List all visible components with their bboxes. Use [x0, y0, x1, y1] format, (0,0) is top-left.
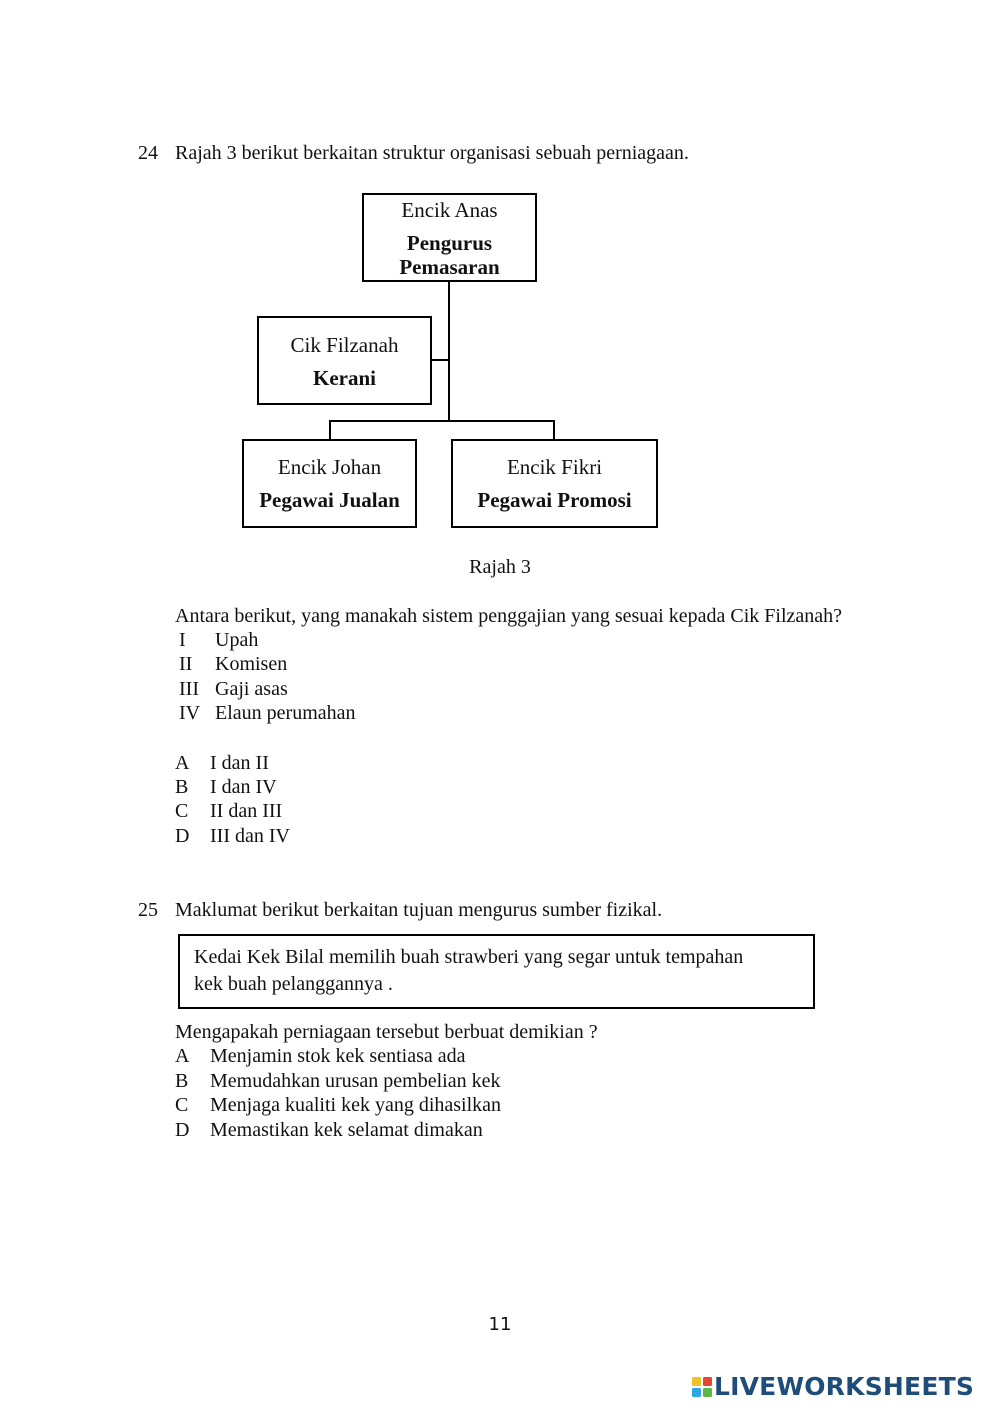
option-letter[interactable]: D: [175, 825, 190, 847]
option-letter[interactable]: D: [175, 1119, 190, 1141]
question-25-number: 25: [138, 899, 158, 921]
liveworksheets-wordmark: LIVEWORKSHEETS: [714, 1372, 975, 1401]
org-chart-staff-connector: [431, 359, 449, 361]
org-box-sales-officer: Encik Johan Pegawai Jualan: [242, 439, 417, 528]
diagram-caption: Rajah 3: [469, 556, 531, 578]
info-box-line: Kedai Kek Bilal memilih buah strawberi y…: [194, 946, 744, 968]
org-chart-trunk-line: [448, 281, 450, 422]
item-text: Komisen: [215, 653, 288, 675]
org-box-role: Pegawai Promosi: [477, 488, 632, 512]
item-text: Gaji asas: [215, 678, 288, 700]
liveworksheets-logo-icon: [692, 1377, 712, 1397]
page-number: 11: [488, 1314, 512, 1335]
org-box-promotion-officer: Encik Fikri Pegawai Promosi: [451, 439, 658, 528]
item-numeral: II: [179, 653, 193, 675]
info-box: Kedai Kek Bilal memilih buah strawberi y…: [178, 934, 815, 1009]
org-box-role: Kerani: [313, 366, 376, 390]
option-text[interactable]: Memastikan kek selamat dimakan: [210, 1119, 483, 1141]
org-box-name: Encik Johan: [277, 455, 382, 479]
org-box-role: Pengurus: [406, 231, 493, 255]
option-text[interactable]: Memudahkan urusan pembelian kek: [210, 1070, 501, 1092]
org-box-marketing-manager: Encik Anas Pengurus Pemasaran: [362, 193, 537, 282]
option-text[interactable]: II dan III: [210, 800, 283, 822]
org-box-name: Encik Anas: [401, 198, 498, 222]
org-box-role: Pemasaran: [399, 255, 500, 279]
info-box-line: kek buah pelanggannya .: [194, 973, 393, 995]
question-24-stem: Rajah 3 berikut berkaitan struktur organ…: [175, 142, 689, 164]
org-box-role: Pegawai Jualan: [259, 488, 400, 512]
org-box-name: Cik Filzanah: [290, 333, 399, 357]
question-24-prompt: Antara berikut, yang manakah sistem peng…: [175, 605, 843, 627]
option-letter[interactable]: A: [175, 1045, 190, 1067]
item-text: Upah: [215, 629, 259, 651]
liveworksheets-brand: LIVEWORKSHEETS: [692, 1372, 992, 1401]
item-numeral: III: [179, 678, 199, 700]
option-letter[interactable]: B: [175, 1070, 189, 1092]
org-chart-right-drop: [553, 420, 555, 441]
option-text[interactable]: Menjaga kualiti kek yang dihasilkan: [210, 1094, 502, 1116]
org-chart-horizontal-line: [329, 420, 555, 422]
question-24-number: 24: [138, 142, 158, 164]
option-text[interactable]: Menjamin stok kek sentiasa ada: [210, 1045, 466, 1067]
option-text[interactable]: I dan IV: [210, 776, 277, 798]
item-numeral: I: [179, 629, 186, 651]
option-letter[interactable]: B: [175, 776, 189, 798]
option-text[interactable]: I dan II: [210, 752, 269, 774]
org-box-name: Encik Fikri: [506, 455, 603, 479]
question-25-stem: Maklumat berikut berkaitan tujuan mengur…: [175, 899, 663, 921]
option-letter[interactable]: A: [175, 752, 190, 774]
question-25-prompt: Mengapakah perniagaan tersebut berbuat d…: [175, 1021, 598, 1043]
option-letter[interactable]: C: [175, 1094, 189, 1116]
option-letter[interactable]: C: [175, 800, 189, 822]
option-text[interactable]: III dan IV: [210, 825, 290, 847]
org-box-clerk: Cik Filzanah Kerani: [257, 316, 432, 405]
org-chart-left-drop: [329, 420, 331, 441]
item-text: Elaun perumahan: [215, 702, 356, 724]
item-numeral: IV: [179, 702, 201, 724]
